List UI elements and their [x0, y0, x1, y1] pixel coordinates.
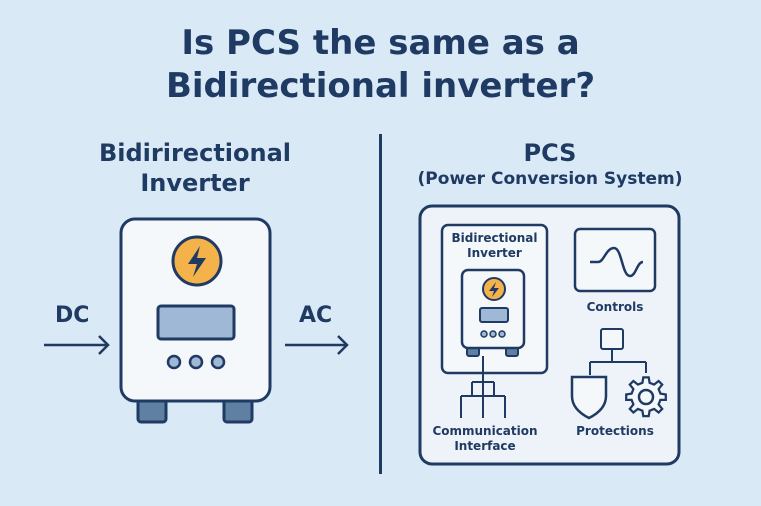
comm-label-line-2: Interface: [454, 439, 516, 453]
lightning-bolt-icon: [482, 277, 506, 301]
center-divider: [379, 134, 382, 474]
inverter-device: [119, 217, 272, 424]
dc-label: DC: [55, 303, 90, 328]
shield-icon: [570, 375, 608, 420]
ac-label: AC: [299, 303, 333, 328]
indicator-dot: [166, 354, 182, 370]
right-heading: PCS (Power Conversion System): [380, 138, 720, 190]
network-node-icon: [589, 328, 647, 375]
inner-inverter-label-line-1: Bidirectional: [451, 231, 538, 245]
sine-wave-icon: [573, 227, 657, 293]
pcs-subheading: (Power Conversion System): [417, 169, 683, 189]
gear-icon: [625, 376, 667, 418]
dc-arrow-icon: [44, 335, 110, 355]
indicator-dot: [188, 354, 204, 370]
lightning-bolt-icon: [171, 235, 223, 287]
title-line-1: Is PCS the same as a: [181, 23, 580, 63]
protections-label: Protections: [576, 424, 654, 438]
pcs-heading: PCS: [523, 139, 577, 167]
inner-inverter-label: Bidirectional Inverter: [442, 231, 547, 261]
left-heading-line-2: Inverter: [140, 169, 250, 197]
comm-label-line-1: Communication: [432, 424, 538, 438]
ac-arrow-icon: [285, 335, 349, 355]
indicator-dot: [210, 354, 226, 370]
communication-interface-label: Communication Interface: [420, 424, 550, 454]
controls-label: Controls: [586, 300, 644, 314]
inner-inverter-label-line-2: Inverter: [467, 246, 522, 260]
left-heading: Bidirirectional Inverter: [70, 138, 320, 198]
title-line-2: Bidirectional inverter?: [165, 66, 596, 106]
left-heading-line-1: Bidirirectional: [98, 139, 292, 167]
tree-network-icon: [460, 356, 506, 418]
inner-inverter-device: [460, 268, 526, 357]
page-title: Is PCS the same as a Bidirectional inver…: [0, 22, 761, 108]
